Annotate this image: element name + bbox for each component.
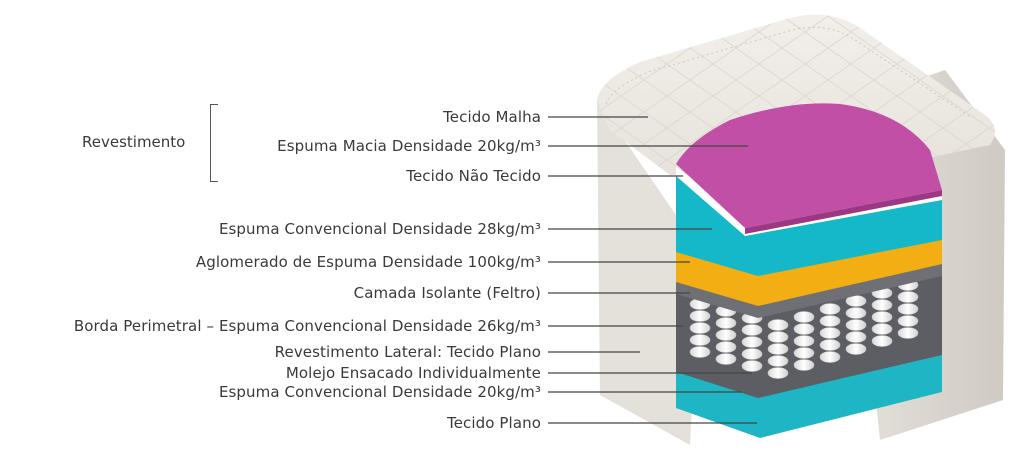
label-tecido-plano: Tecido Plano xyxy=(446,414,541,432)
spring-coil xyxy=(845,295,867,355)
label-borda-perimetral: Borda Perimetral – Espuma Convencional D… xyxy=(73,317,541,335)
label-tecido-nao-tecido: Tecido Não Tecido xyxy=(406,167,541,185)
label-espuma-convencional-28: Espuma Convencional Densidade 28kg/m³ xyxy=(218,220,541,238)
group-label-revestimento: Revestimento xyxy=(82,133,186,151)
spring-coil xyxy=(741,312,763,372)
spring-coil xyxy=(689,298,711,358)
label-camada-isolante: Camada Isolante (Feltro) xyxy=(353,284,541,302)
mattress-left-side xyxy=(597,100,700,445)
leader-lines xyxy=(548,116,757,424)
spring-coil xyxy=(767,319,789,379)
spring-coil xyxy=(819,303,841,363)
layer-espuma-macia xyxy=(676,103,942,228)
revestimento-bracket xyxy=(210,104,218,182)
spring-coil xyxy=(871,287,893,347)
layer-espuma-convencional-20 xyxy=(676,350,942,438)
label-aglomerado-100: Aglomerado de Espuma Densidade 100kg/m³ xyxy=(195,253,541,271)
spring-coil xyxy=(793,311,815,371)
label-molejo: Molejo Ensacado Individualmente xyxy=(285,364,541,382)
spring-units xyxy=(689,279,919,379)
spring-coil xyxy=(715,305,737,365)
label-tecido-malha: Tecido Malha xyxy=(443,108,541,126)
layer-camada-isolante xyxy=(676,262,942,318)
label-espuma-macia: Espuma Macia Densidade 20kg/m³ xyxy=(277,137,541,155)
spring-coil xyxy=(897,279,919,339)
label-revestimento-lateral: Revestimento Lateral: Tecido Plano xyxy=(274,343,541,361)
layer-stack xyxy=(676,103,942,438)
label-espuma-convencional-20: Espuma Convencional Densidade 20kg/m³ xyxy=(218,383,541,401)
